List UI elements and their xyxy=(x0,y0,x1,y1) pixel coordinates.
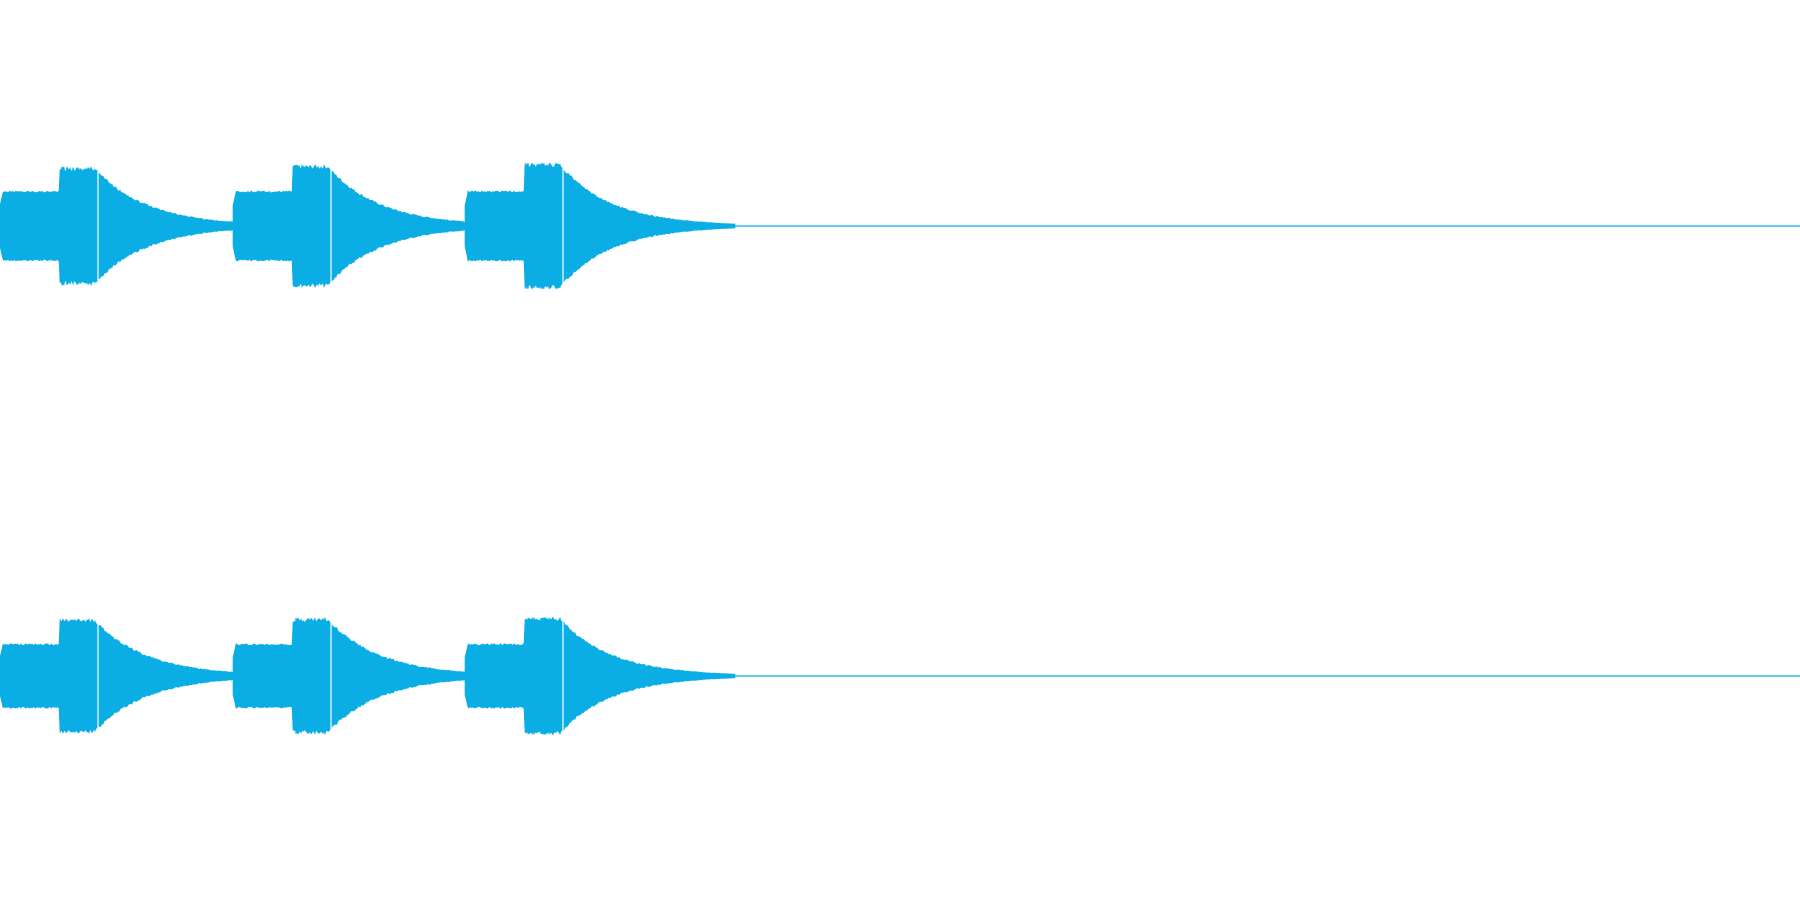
channel-1-track[interactable] xyxy=(0,162,1800,290)
audio-burst xyxy=(464,616,736,736)
channel-2-track[interactable] xyxy=(0,616,1800,736)
audio-burst xyxy=(464,162,736,290)
